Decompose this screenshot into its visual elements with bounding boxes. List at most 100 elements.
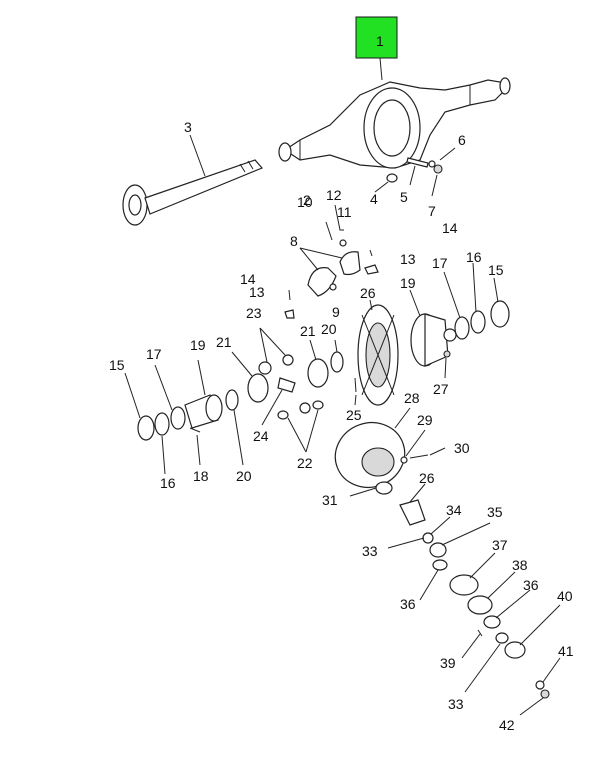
part-30-bolt[interactable] [409,454,429,459]
part-27-bolt[interactable] [443,350,451,358]
part-26-ring-gear[interactable] [357,304,399,406]
part-20-thrust-washer[interactable] [330,351,344,373]
part-17-bearing-cone-left[interactable] [170,406,186,430]
callout-36[interactable]: 36 [400,596,416,612]
callout-11[interactable]: 11 [337,204,352,220]
part-22-washer-2[interactable] [312,400,324,410]
part-23-thrust-washer[interactable] [282,354,294,366]
part-25-pin[interactable] [354,377,357,393]
part-17-bearing-cone[interactable] [454,316,470,340]
callout-36b[interactable]: 36 [523,577,539,593]
part-9-pin[interactable] [329,283,337,291]
callout-21[interactable]: 21 [300,323,316,339]
callout-42[interactable]: 42 [499,717,515,733]
callout-26[interactable]: 26 [360,285,376,301]
callout-20[interactable]: 20 [321,321,337,337]
callout-15[interactable]: 15 [488,262,504,278]
part-15-adjuster-left[interactable] [137,415,155,441]
part-14-cotter-2[interactable] [288,289,291,301]
callout-27[interactable]: 27 [433,381,449,397]
callout-13b[interactable]: 13 [249,284,265,300]
highlight-box-part-1[interactable] [355,16,398,59]
part-40-yoke[interactable] [504,641,526,659]
part-22-washer[interactable] [277,410,289,420]
part-26-drive-pinion[interactable] [399,499,426,526]
part-16-bearing-cup[interactable] [470,310,486,334]
callout-24[interactable]: 24 [253,428,269,444]
callout-19[interactable]: 19 [400,275,416,291]
part-16-bearing-cup-left[interactable] [154,412,170,436]
part-4-nut[interactable] [386,173,398,183]
callout-16[interactable]: 16 [466,249,482,265]
part-33-washer[interactable] [495,632,509,644]
callout-33b[interactable]: 33 [448,696,464,712]
callout-13[interactable]: 13 [400,251,416,267]
part-21-side-gear[interactable] [307,358,329,388]
callout-31[interactable]: 31 [322,492,338,508]
part-14-cotter[interactable] [369,249,373,257]
part-23-pinion-gear[interactable] [258,361,272,375]
callout-23[interactable]: 23 [246,305,262,321]
part-6-washer[interactable] [428,160,436,168]
callout-33[interactable]: 33 [362,543,378,559]
part-pinion-small[interactable] [299,402,311,414]
axle-housing[interactable] [278,77,511,169]
callout-9[interactable]: 9 [332,304,340,320]
callout-30[interactable]: 30 [454,440,470,456]
callout-26b[interactable]: 26 [419,470,435,486]
callout-16b[interactable]: 16 [160,475,176,491]
callout-34[interactable]: 34 [446,502,462,518]
part-36-seal[interactable] [483,615,501,629]
callout-38[interactable]: 38 [512,557,528,573]
callout-14b[interactable]: 14 [240,271,256,287]
callout-18[interactable]: 18 [193,468,209,484]
callout-14[interactable]: 14 [442,220,458,236]
part-13-lock[interactable] [364,264,379,275]
part-36-shim[interactable] [432,559,448,571]
part-15-adjuster[interactable] [490,300,510,328]
part-28-carrier[interactable] [326,413,414,497]
part-18-bolt[interactable] [189,427,201,433]
part-41-washer[interactable] [535,680,545,690]
callout-17b[interactable]: 17 [146,346,162,362]
callout-12[interactable]: 12 [326,187,342,203]
axle-shaft[interactable] [122,159,264,226]
part-39-bolt[interactable] [477,629,483,637]
callout-37[interactable]: 37 [492,537,508,553]
part-11-washer[interactable] [339,239,347,247]
callout-28[interactable]: 28 [404,390,420,406]
part-34-spacer[interactable] [422,532,434,544]
callout-29[interactable]: 29 [417,412,433,428]
part-5-bolt[interactable] [406,157,429,168]
callout-4[interactable]: 4 [370,191,378,207]
part-10-bolt[interactable] [325,221,333,241]
part-24-spider[interactable] [277,377,296,393]
callout-3[interactable]: 3 [184,119,192,135]
callout-41[interactable]: 41 [558,643,574,659]
callout-17[interactable]: 17 [432,255,448,271]
callout-20b[interactable]: 20 [236,468,252,484]
part-35-bearing[interactable] [429,542,447,558]
part-13-lock-2[interactable] [284,309,295,319]
callout-10[interactable]: 10 [297,194,313,210]
callout-25[interactable]: 25 [346,407,362,423]
part-19-differential-case[interactable] [410,313,457,367]
part-21-side-gear-left[interactable] [247,373,269,403]
callout-2[interactable]: 2 [303,192,311,208]
callout-35[interactable]: 35 [487,504,503,520]
callout-1[interactable]: 1 [376,33,384,49]
part-12-lock-wire[interactable] [334,204,344,231]
callout-21b[interactable]: 21 [216,334,232,350]
callout-40[interactable]: 40 [557,588,573,604]
part-7-nut[interactable] [433,164,443,174]
part-8-bearing-cap[interactable] [307,267,337,297]
part-31-seal[interactable] [375,481,393,495]
part-37-bearing-cage[interactable] [449,574,479,596]
part-29-washer[interactable] [400,456,408,464]
callout-22[interactable]: 22 [297,455,313,471]
part-8-bearing-cap-2[interactable] [339,251,361,276]
callout-15b[interactable]: 15 [109,357,125,373]
callout-19b[interactable]: 19 [190,337,206,353]
callout-7[interactable]: 7 [428,203,436,219]
callout-8[interactable]: 8 [290,233,298,249]
